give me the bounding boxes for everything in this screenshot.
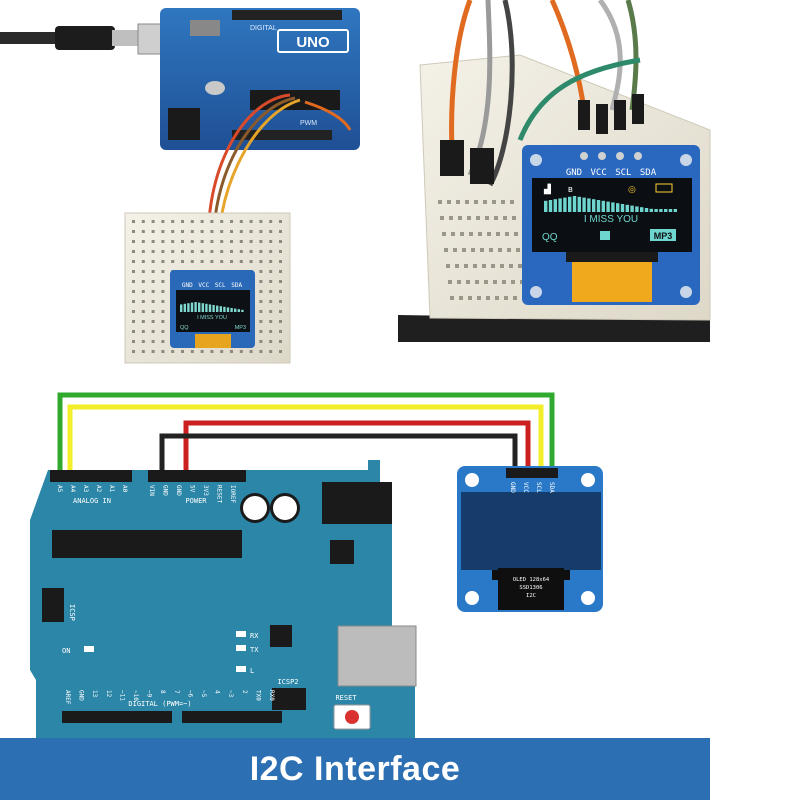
large-pin-vcc: VCC bbox=[591, 168, 607, 178]
clock-icon: ◎ bbox=[628, 184, 636, 194]
signal-icon: ▟ bbox=[543, 183, 552, 195]
reset-label: RESET bbox=[335, 694, 357, 702]
power-pin-label-gnd: GND bbox=[162, 485, 169, 496]
large-screen-right: MP3 bbox=[654, 231, 673, 241]
digital-pin-label-13: 13 bbox=[91, 690, 98, 698]
svg-text:GND VCC SCL: GND VCC SCL SDA bbox=[566, 168, 657, 178]
oled-chip-line2: SSD1306 bbox=[519, 585, 542, 591]
oled-module-large: GND VCC SCL SDA ▟ ʙ ◎ I MISS YOU QQ MP3 bbox=[522, 145, 700, 305]
analog-pin-label-a0: A0 bbox=[121, 485, 128, 493]
power-pin-label-ioref: IOREF bbox=[229, 485, 236, 503]
photo-small-setup: UNO DIGITAL PWM GND VCC SCL SDA bbox=[0, 8, 360, 364]
oled-pin-label-scl: SCL bbox=[535, 482, 542, 493]
led-rx-label: RX bbox=[250, 632, 259, 640]
board-pwm-label: PWM bbox=[300, 120, 317, 127]
digital-pin-label-rx0: RX0 bbox=[268, 690, 275, 701]
large-pin-gnd: GND bbox=[566, 168, 582, 178]
oled-pin-label-gnd: GND bbox=[509, 482, 516, 493]
photo-large-setup: GND VCC SCL SDA ▟ ʙ ◎ I MISS YOU QQ MP3 bbox=[398, 0, 800, 342]
led-tx-label: TX bbox=[250, 646, 259, 654]
svg-text:GND VCC SCL: GND VCC SCL SDA bbox=[182, 282, 243, 289]
digital-pin-label-10: ~10 bbox=[132, 690, 139, 701]
analog-pin-label-a1: A1 bbox=[108, 485, 115, 493]
small-pin-gnd: GND bbox=[182, 282, 193, 289]
digital-pin-label-2: 2 bbox=[241, 690, 248, 694]
large-screen-left: QQ bbox=[542, 232, 558, 243]
led-l-label: L bbox=[250, 667, 254, 675]
oled-chip-line1: OLED 128x64 bbox=[513, 577, 550, 583]
icsp2-label: ICSP2 bbox=[277, 678, 298, 686]
small-pin-vcc: VCC bbox=[198, 282, 209, 289]
analog-pin-label-a4: A4 bbox=[69, 485, 76, 493]
analog-pin-label-a3: A3 bbox=[82, 485, 89, 493]
usb-port bbox=[337, 625, 417, 687]
digital-pin-label-8: 8 bbox=[159, 690, 166, 694]
digital-pin-label-9: ~9 bbox=[146, 690, 153, 698]
icsp-label: ICSP bbox=[68, 604, 76, 621]
pause-icon bbox=[600, 231, 610, 240]
arduino-uno-photo: UNO DIGITAL PWM bbox=[160, 8, 360, 150]
small-pin-scl: SCL bbox=[215, 282, 226, 289]
power-jack bbox=[322, 482, 392, 524]
caption-title: I2C Interface bbox=[249, 750, 461, 788]
digital-group-label: DIGITAL (PWM=~) bbox=[128, 700, 191, 708]
usb-cable bbox=[0, 23, 179, 55]
large-screen-text: I MISS YOU bbox=[584, 214, 638, 225]
power-pin-label-5v: 5V bbox=[189, 485, 196, 493]
analog-pin-label-a5: A5 bbox=[56, 485, 63, 493]
digital-pin-label-7: 7 bbox=[173, 690, 180, 694]
board-digital-label: DIGITAL bbox=[250, 25, 277, 32]
led-on-label: ON bbox=[62, 647, 70, 655]
analog-group-label: ANALOG IN bbox=[73, 497, 111, 505]
small-screen-right: MP3 bbox=[235, 325, 246, 331]
bluetooth-icon: ʙ bbox=[568, 184, 573, 194]
digital-pin-label-gnd: GND bbox=[78, 690, 85, 701]
battery-icon bbox=[655, 183, 673, 193]
analog-pin-label-a2: A2 bbox=[95, 485, 102, 493]
digital-pin-label-tx0: TX0 bbox=[254, 690, 261, 701]
large-pin-sda: SDA bbox=[640, 168, 657, 178]
power-pin-label-gnd: GND bbox=[175, 485, 182, 496]
digital-pin-label-5: ~5 bbox=[200, 690, 207, 698]
small-screen-left: QQ bbox=[180, 325, 189, 331]
power-pin-label-3v3: 3V3 bbox=[202, 485, 209, 496]
oled-module-small: GND VCC SCL SDA I MISS YOU QQ MP3 bbox=[170, 270, 255, 348]
large-pin-scl: SCL bbox=[615, 168, 631, 178]
oled-pin-label-vcc: VCC bbox=[522, 482, 529, 493]
oled-pin-label-sda: SDA bbox=[548, 482, 555, 493]
power-pin-label-reset: RESET bbox=[216, 485, 223, 503]
digital-pin-label-11: ~11 bbox=[118, 690, 125, 701]
oled-module-schematic: GND VCC SCL SDA OLED 128x64 SSD1306 I2C bbox=[457, 466, 603, 612]
digital-pin-label-12: 12 bbox=[105, 690, 112, 698]
i2c-wires bbox=[57, 392, 555, 476]
small-screen-text: I MISS YOU bbox=[197, 315, 227, 321]
power-group-label: POWER bbox=[185, 497, 207, 505]
oled-chip-line3: I2C bbox=[526, 593, 536, 599]
digital-pin-label-4: 4 bbox=[214, 690, 221, 694]
board-uno-label: UNO bbox=[296, 34, 330, 51]
digital-pin-label-3: ~3 bbox=[227, 690, 234, 698]
caption-banner: I2C Interface bbox=[0, 738, 710, 800]
small-pin-sda: SDA bbox=[231, 282, 242, 289]
power-pin-label-vin: VIN bbox=[148, 485, 155, 496]
microcontroller-chip bbox=[52, 530, 242, 558]
schematic-diagram: RX TX L ON RESET ICSP2 ICSP ANALOG IN PO… bbox=[30, 392, 603, 740]
digital-pin-label-6: ~6 bbox=[186, 690, 193, 698]
digital-pin-label-aref: AREF bbox=[64, 690, 71, 705]
